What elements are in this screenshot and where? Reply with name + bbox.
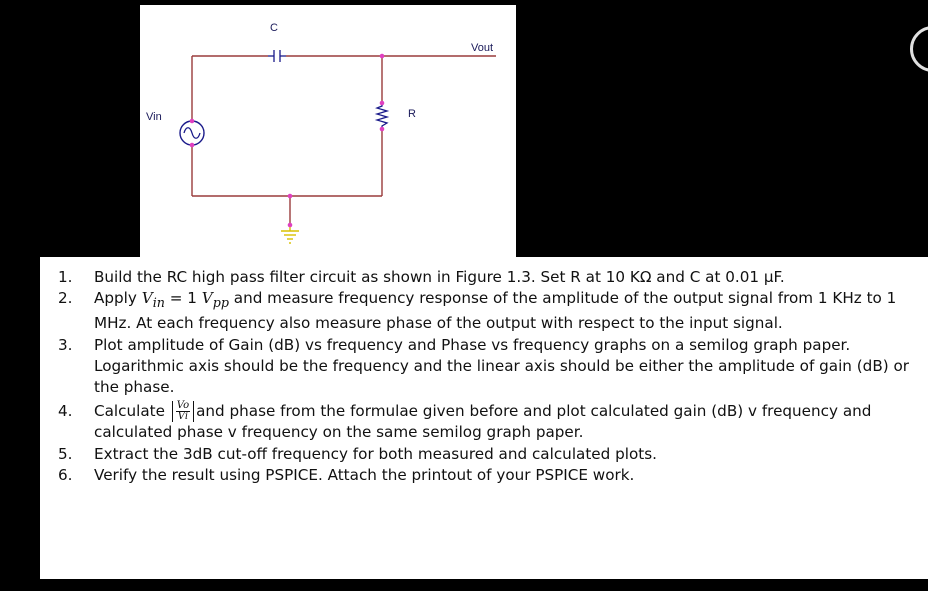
- list-item: 5. Extract the 3dB cut-off frequency for…: [58, 444, 924, 465]
- vout-label: Vout: [471, 42, 493, 54]
- list-item: 3. Plot amplitude of Gain (dB) vs freque…: [58, 335, 924, 399]
- step-text-post: and measure frequency response of the am…: [94, 289, 897, 333]
- vpp-symbol: Vpp: [201, 289, 229, 311]
- step-number: 4.: [58, 402, 73, 421]
- step-text: Extract the 3dB cut-off frequency for bo…: [94, 444, 657, 463]
- capacitor-label: C: [270, 22, 278, 34]
- list-item: 6. Verify the result using PSPICE. Attac…: [58, 465, 924, 486]
- equals-text: = 1: [164, 289, 202, 308]
- step-text: Plot amplitude of Gain (dB) vs frequency…: [94, 335, 910, 397]
- step-number: 5.: [58, 444, 73, 463]
- step-number: 2.: [58, 289, 73, 308]
- circuit-wires: [191, 55, 496, 225]
- circuit-nodes: [189, 53, 385, 228]
- rc-high-pass-schematic: C Vout Vin R: [146, 22, 496, 244]
- circle-button[interactable]: [910, 26, 928, 72]
- vin-symbol: Vin: [141, 289, 165, 311]
- step-text: Build the RC high pass filter circuit as…: [94, 268, 785, 286]
- ground-symbol: [281, 225, 299, 244]
- step-text-pre: Calculate: [94, 402, 170, 421]
- vin-label: Vin: [146, 111, 162, 123]
- step-text-post: and phase from the formulae given before…: [94, 402, 872, 442]
- procedure-list: 1. Build the RC high pass filter circuit…: [58, 267, 924, 486]
- step-text: Verify the result using PSPICE. Attach t…: [94, 465, 635, 484]
- list-item: 2. Apply Vin = 1 Vpp and measure frequen…: [58, 288, 924, 334]
- step-number: 6.: [58, 465, 73, 484]
- capacitor-symbol: [268, 50, 286, 62]
- resistor-label: R: [408, 108, 416, 120]
- instructions-panel: 1. Build the RC high pass filter circuit…: [40, 257, 928, 579]
- step-text-pre: Apply: [94, 289, 142, 308]
- step-number: 3.: [58, 335, 73, 354]
- list-item: 1. Build the RC high pass filter circuit…: [58, 267, 924, 288]
- ac-source-symbol: [179, 120, 205, 146]
- circuit-diagram: C Vout Vin R: [140, 5, 516, 257]
- step-number: 1.: [58, 268, 73, 286]
- resistor-symbol: [374, 103, 390, 129]
